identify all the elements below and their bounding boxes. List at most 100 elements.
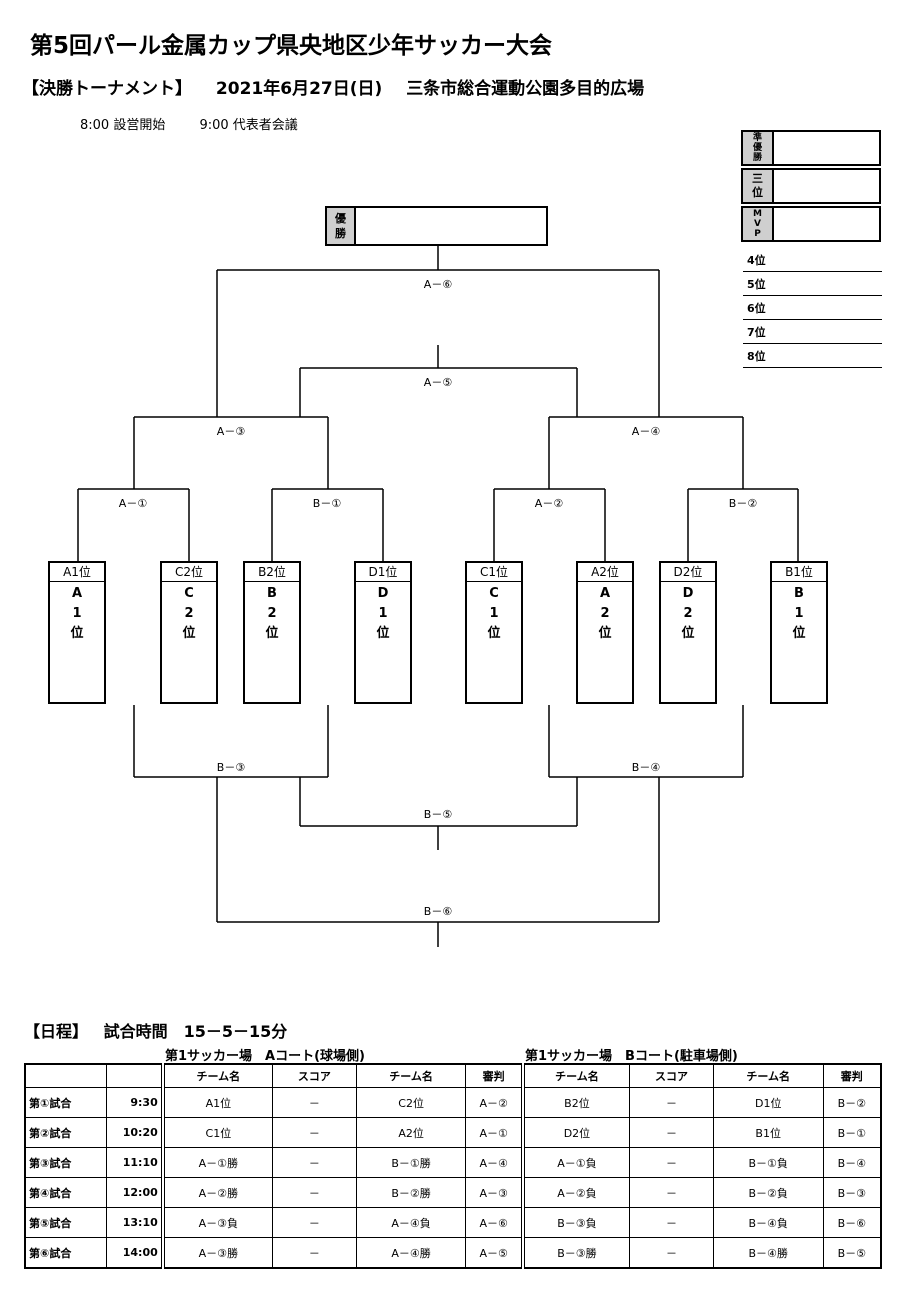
cell-a-team2: C2位 [355, 1087, 467, 1118]
meeting-time: 9:00 代表者会議 [199, 118, 298, 133]
cell-b-ref: B－③ [822, 1177, 882, 1208]
cell-b-score: － [629, 1147, 714, 1178]
schedule-label: 【日程】 [24, 1022, 89, 1041]
winner-label: 優勝 [327, 208, 356, 244]
runner-up-label: 準優勝 [743, 132, 774, 164]
cell-b-team1: B2位 [522, 1087, 631, 1118]
schedule-title: 【日程】 試合時間 15－5－15分 [24, 1018, 297, 1042]
column-header: 審判 [822, 1063, 882, 1088]
team-header: B1位 [772, 563, 826, 582]
place-row-4: 4位 [743, 250, 882, 272]
match-label-a3: A－③ [201, 423, 261, 439]
cell-b-team2: B1位 [712, 1117, 824, 1148]
match-label-b3: B－③ [201, 759, 261, 775]
court-a-heading: 第1サッカー場 Aコート(球場側) [165, 1049, 365, 1064]
team-group: B [794, 586, 804, 601]
cell-a-team1: A－②勝 [162, 1177, 273, 1208]
place-row-7: 7位 [743, 322, 882, 344]
cell-a-score: － [271, 1207, 357, 1238]
team-rank: 2 [600, 606, 610, 621]
team-header: D2位 [661, 563, 715, 582]
cell-a-team2: B－②勝 [355, 1177, 467, 1208]
cell-a-team1: C1位 [162, 1117, 273, 1148]
team-header: B2位 [245, 563, 299, 582]
cell-b-ref: B－⑥ [822, 1207, 882, 1238]
cell-b-team2: B－④負 [712, 1207, 824, 1238]
place-row-6: 6位 [743, 298, 882, 320]
team-rank: 2 [267, 606, 277, 621]
team-group: D [682, 586, 694, 601]
cell-a-score: － [271, 1147, 357, 1178]
tournament-info: 【決勝トーナメント】 2021年6月27日(日) 三条市総合運動公園多目的広場 [22, 74, 662, 99]
team-suffix: 位 [376, 626, 390, 641]
team-suffix: 位 [598, 626, 612, 641]
cell-a-team2: A2位 [355, 1117, 467, 1148]
cell-b-team2: B－②負 [712, 1177, 824, 1208]
team-rank: 1 [794, 606, 804, 621]
cell-a-ref: A－⑤ [465, 1237, 525, 1269]
cell-time: 12:00 [106, 1177, 165, 1208]
column-header: チーム名 [355, 1063, 467, 1088]
team-group: A [599, 586, 611, 601]
timeline: 8:00 設営開始 9:00 代表者会議 [80, 114, 328, 133]
cell-b-team1: A－①負 [522, 1147, 631, 1178]
column-header [106, 1063, 165, 1088]
cell-a-score: － [271, 1087, 357, 1118]
schedule-header-row: チーム名スコアチーム名審判チーム名スコアチーム名審判 [24, 1063, 882, 1088]
match-label-b6: B－⑥ [408, 903, 468, 919]
cell-a-team2: A－④勝 [355, 1237, 467, 1269]
team-vertical-label: B 2 位 [245, 582, 299, 644]
cell-game: 第⑥試合 [24, 1237, 108, 1269]
team-header: C2位 [162, 563, 216, 582]
cell-a-score: － [271, 1117, 357, 1148]
team-group: B [267, 586, 277, 601]
cell-time: 14:00 [106, 1237, 165, 1269]
team-suffix: 位 [265, 626, 279, 641]
team-group: C [184, 586, 194, 601]
match-label-a5: A－⑤ [408, 374, 468, 390]
cell-b-score: － [629, 1087, 714, 1118]
team-suffix: 位 [70, 626, 84, 641]
team-header: A2位 [578, 563, 632, 582]
cell-a-ref: A－⑥ [465, 1207, 525, 1238]
cell-b-score: － [629, 1117, 714, 1148]
page-title: 第5回パール金属カップ県央地区少年サッカー大会 [30, 33, 553, 59]
cell-game: 第④試合 [24, 1177, 108, 1208]
cell-b-team2: B－④勝 [712, 1237, 824, 1269]
cell-time: 10:20 [106, 1117, 165, 1148]
runner-up-box: 準優勝 [741, 130, 881, 166]
place-row-5: 5位 [743, 274, 882, 296]
third-place-box: 三位 [741, 168, 881, 204]
column-header: チーム名 [522, 1063, 631, 1088]
cell-a-ref: A－③ [465, 1177, 525, 1208]
cell-b-ref: B－② [822, 1087, 882, 1118]
column-header: チーム名 [712, 1063, 824, 1088]
cell-b-score: － [629, 1237, 714, 1269]
team-group: D [377, 586, 389, 601]
cell-b-ref: B－④ [822, 1147, 882, 1178]
cell-a-ref: A－④ [465, 1147, 525, 1178]
column-header: スコア [629, 1063, 714, 1088]
match-label-a6: A－⑥ [408, 276, 468, 292]
cell-a-ref: A－② [465, 1087, 525, 1118]
cell-a-score: － [271, 1177, 357, 1208]
cell-a-team2: B－①勝 [355, 1147, 467, 1178]
team-suffix: 位 [487, 626, 501, 641]
third-place-label: 三位 [743, 170, 774, 202]
cell-b-team2: B－①負 [712, 1147, 824, 1178]
column-header: スコア [271, 1063, 357, 1088]
